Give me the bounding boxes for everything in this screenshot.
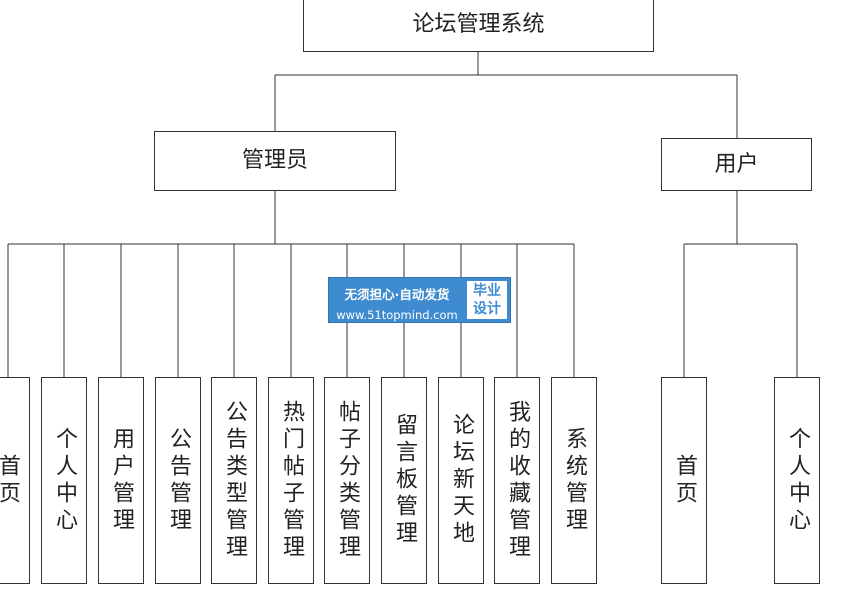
admin-item-label: 个人中心 <box>52 426 77 535</box>
user-item-label: 首页 <box>672 453 697 508</box>
watermark-url: www.51topmind.com <box>336 308 458 322</box>
admin-item-label: 公告类型管理 <box>222 399 247 562</box>
admin-item-favorites-management: 我的收藏管理 <box>494 377 540 584</box>
root-label: 论坛管理系统 <box>412 12 545 37</box>
admin-item-personal-center: 个人中心 <box>41 377 87 584</box>
user-node: 用户 <box>661 138 812 191</box>
root-node: 论坛管理系统 <box>303 0 654 52</box>
admin-item-notice-type-management: 公告类型管理 <box>211 377 257 584</box>
admin-item-label: 论坛新天地 <box>449 413 474 548</box>
admin-label: 管理员 <box>241 148 308 173</box>
admin-item-label: 首页 <box>0 453 20 508</box>
admin-item-home: 首页 <box>0 377 30 584</box>
admin-item-message-board-management: 留言板管理 <box>381 377 427 584</box>
user-item-label: 个人中心 <box>785 426 810 535</box>
user-item-personal-center: 个人中心 <box>774 377 820 584</box>
admin-item-label: 我的收藏管理 <box>505 399 530 562</box>
user-label: 用户 <box>714 151 759 177</box>
admin-item-hot-post-management: 热门帖子管理 <box>268 377 314 584</box>
user-item-home: 首页 <box>661 377 707 584</box>
admin-item-label: 系统管理 <box>562 426 587 535</box>
admin-item-post-category-management: 帖子分类管理 <box>324 377 370 584</box>
admin-item-label: 公告管理 <box>166 426 191 535</box>
admin-node: 管理员 <box>154 131 396 191</box>
admin-item-label: 帖子分类管理 <box>335 399 360 562</box>
admin-item-label: 留言板管理 <box>392 413 417 548</box>
admin-item-user-management: 用户管理 <box>98 377 144 584</box>
watermark-slogan: 无须担心·自动发货 <box>344 287 450 302</box>
watermark-text: 无须担心·自动发货 www.51topmind.com <box>329 278 465 322</box>
watermark-badge-line1: 毕业 <box>473 283 501 299</box>
admin-item-label: 热门帖子管理 <box>279 399 304 562</box>
watermark-banner: 无须担心·自动发货 www.51topmind.com 毕业 设计 <box>328 277 511 323</box>
admin-item-forum-new-world: 论坛新天地 <box>438 377 484 584</box>
watermark-badge-line2: 设计 <box>473 301 501 317</box>
admin-item-system-management: 系统管理 <box>551 377 597 584</box>
admin-item-label: 用户管理 <box>109 426 134 535</box>
admin-item-notice-management: 公告管理 <box>155 377 201 584</box>
watermark-badge: 毕业 设计 <box>467 281 507 319</box>
